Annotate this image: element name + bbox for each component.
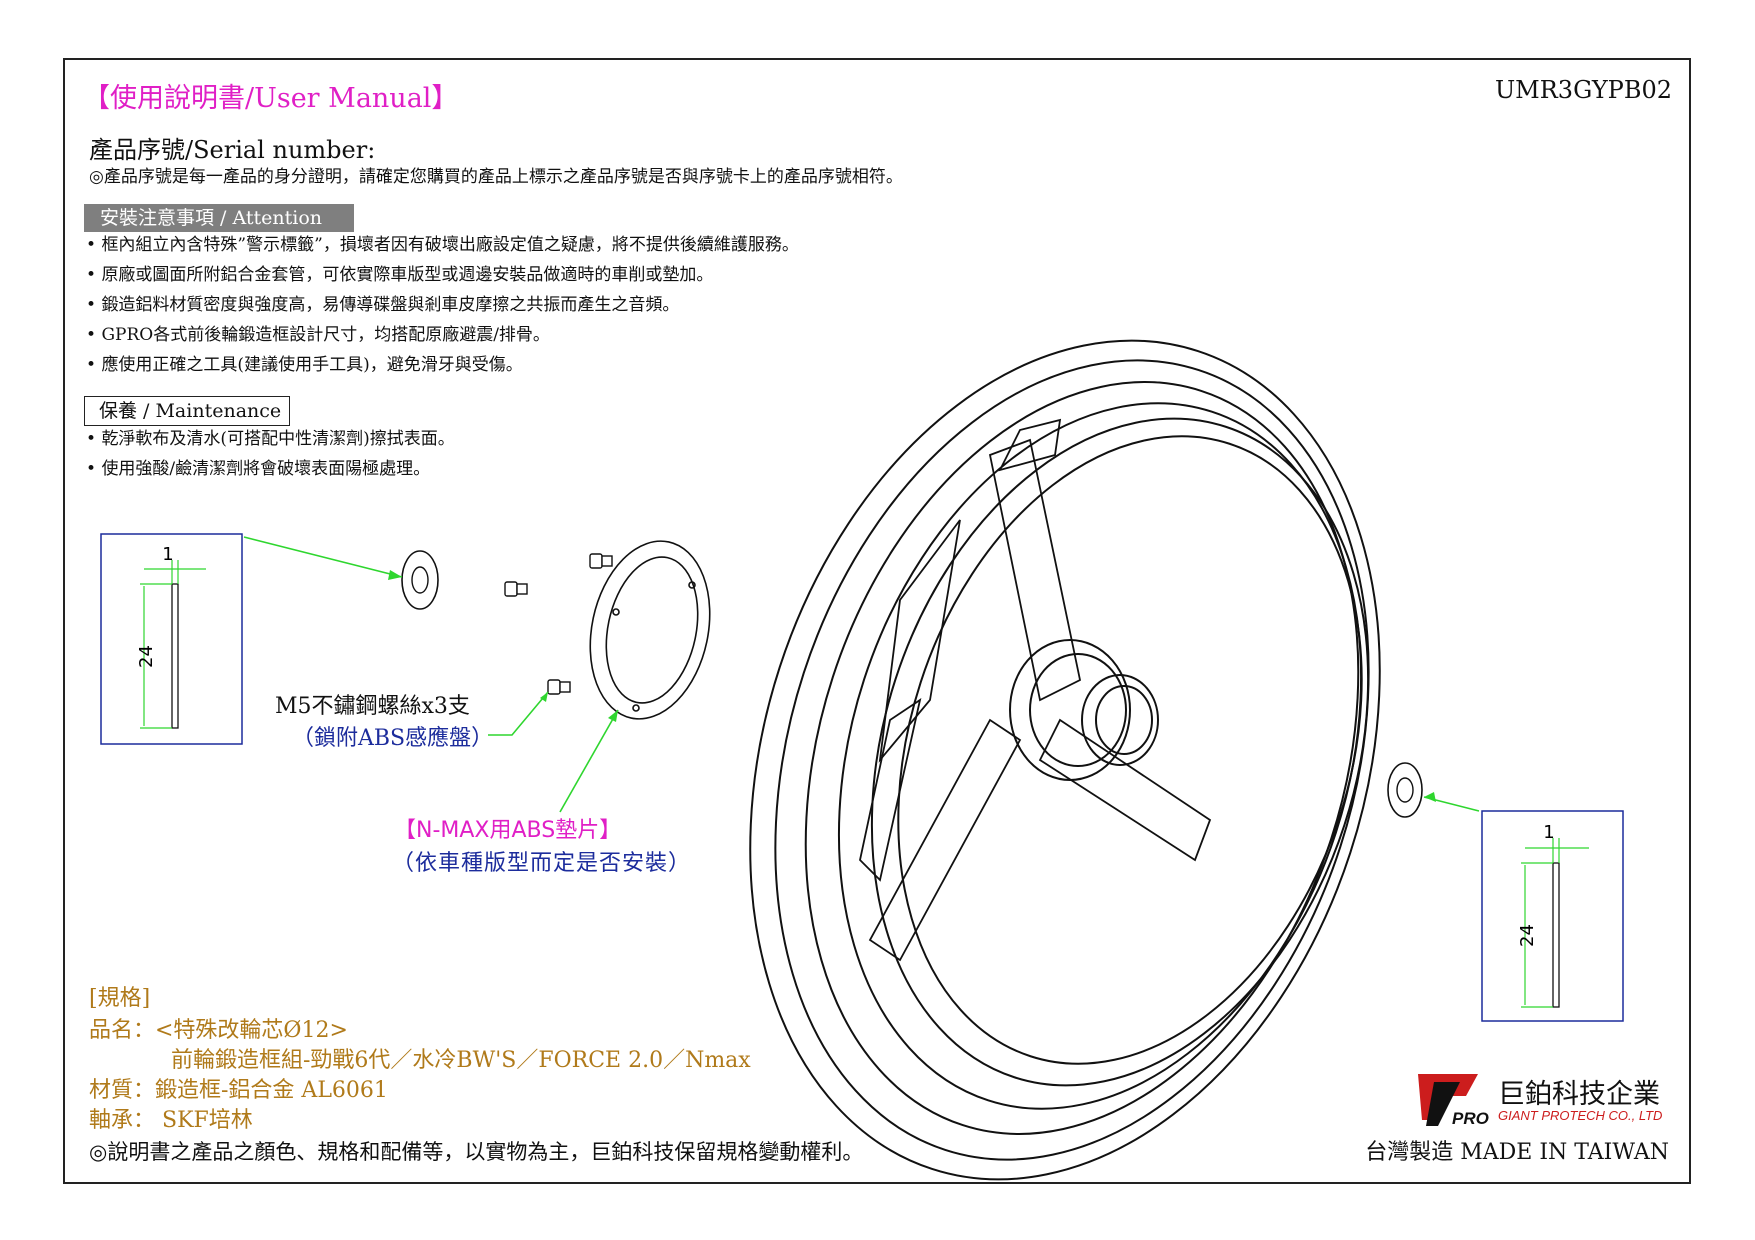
left-thickness-label: 1 [162,544,173,565]
shim-leader [559,709,619,813]
spec-bearing: 軸承： SKF培林 [89,1108,253,1133]
left-diameter-label: 24 [136,645,157,668]
attention-list: 框內組立內含特殊”警示標籤”，損壞者因有破壞出廠設定值之疑慮，將不提供後續維護服… [86,230,799,380]
company-name-english: GIANT PROTECH CO., LTD [1498,1108,1663,1123]
gpro-logo: PRO [1418,1074,1489,1128]
right-shim-dimension-box [1481,810,1624,1022]
screw-callout-note: （鎖附ABS感應盤） [292,726,494,751]
right-thickness-label: 1 [1543,822,1554,843]
right-shim-profile [1552,862,1560,1008]
left-shim-profile [171,583,179,729]
attention-item: 鍛造鋁料材質密度與強度高，易傳導碟盤與剎車皮摩擦之共振而產生之音頻。 [86,290,799,320]
m5-screw [547,679,571,695]
logo-text: PRO [1452,1109,1489,1128]
right-diameter-label: 24 [1517,924,1538,947]
m5-screw [504,581,528,597]
left-shim-dimension-box [100,533,243,745]
attention-item: 原廠或圖面所附鋁合金套管，可依實際車版型或週邊安裝品做適時的車削或墊加。 [86,260,799,290]
made-in-taiwan: 台灣製造 MADE IN TAIWAN [1365,1140,1669,1165]
left-washer-leader [243,536,403,578]
spec-material: 材質：鍛造框-鋁合金 AL6061 [89,1078,388,1103]
serial-number-label: 產品序號/Serial number: [89,136,376,164]
spec-product-fitment: 前輪鍛造框組-勁戰6代／水冷BW'S／FORCE 2.0／Nmax [171,1048,751,1073]
abs-shim-callout-note: （依車種版型而定是否安裝） [392,851,692,876]
m5-screw [589,553,613,569]
wheel-hub [1009,639,1159,781]
screw-leader [488,691,549,736]
abs-shim-ring [589,540,711,720]
document-code: UMR3GYPB02 [1494,76,1672,104]
left-spacer-washer [401,550,439,610]
spec-product-name: 品名：<特殊改輪芯Ø12> [89,1018,348,1043]
serial-number-note: ◎產品序號是每一產品的身分證明，請確定您購買的產品上標示之產品序號是否與序號卡上… [89,167,903,187]
company-name: 巨鉑科技企業 [1498,1079,1660,1110]
maintenance-item: 乾淨軟布及清水(可搭配中性清潔劑)擦拭表面。 [86,424,454,454]
manual-title: 【使用說明書/User Manual】 [83,83,459,114]
maintenance-list: 乾淨軟布及清水(可搭配中性清潔劑)擦拭表面。 使用強酸/鹼清潔劑將會破壞表面陽極… [86,424,455,484]
disclaimer: ◎說明書之產品之顏色、規格和配備等，以實物為主，巨鉑科技保留規格變動權利。 [89,1140,864,1164]
screw-callout: M5不鏽鋼螺絲x3支 [275,694,470,719]
attention-heading: 安裝注意事項 / Attention [84,204,354,232]
abs-shim-callout: 【N-MAX用ABS墊片】 [394,818,622,843]
wheel-spokes [859,418,1212,962]
right-spacer-washer [1387,762,1423,818]
attention-item: GPRO各式前後輪鍛造框設計尺寸，均搭配原廠避震/排骨。 [86,320,799,350]
forged-wheel-rim [749,339,1381,1181]
attention-item: 應使用正確之工具(建議使用手工具)，避免滑牙與受傷。 [86,350,799,380]
attention-item: 框內組立內含特殊”警示標籤”，損壞者因有破壞出廠設定值之疑慮，將不提供後續維護服… [86,230,798,260]
page-frame [63,58,1691,1184]
maintenance-item: 使用強酸/鹼清潔劑將會破壞表面陽極處理。 [86,454,455,484]
spec-heading: [規格] [89,986,151,1011]
